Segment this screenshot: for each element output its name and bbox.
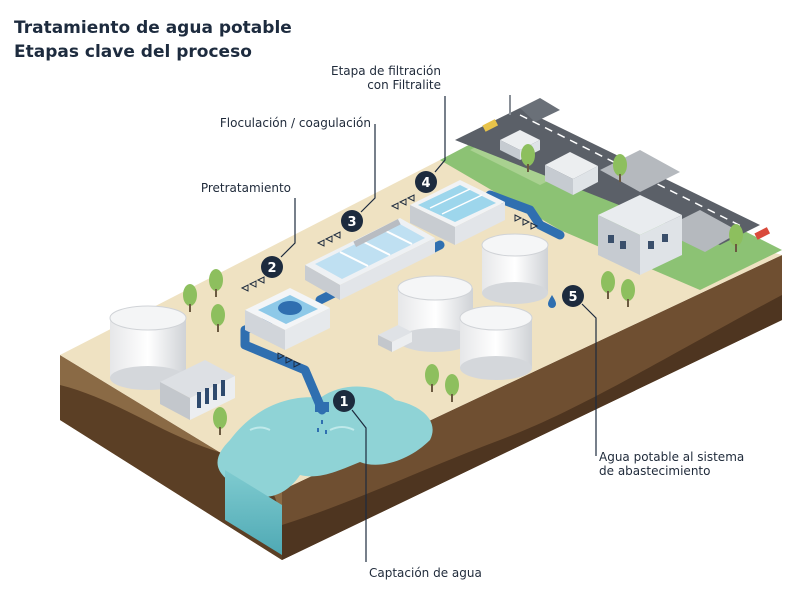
step-label-5: Agua potable al sistema de abastecimient… — [599, 450, 744, 478]
title-line-2: Etapas clave del proceso — [14, 42, 252, 62]
pump-house — [160, 360, 235, 420]
step-label-5-line-1: Agua potable al sistema — [599, 450, 745, 464]
step-label-4: Etapa de filtración con Filtralite — [331, 64, 441, 92]
flocculation-basin — [305, 218, 435, 300]
step-badge-1: 1 — [333, 390, 355, 412]
step-badge-2: 2 — [261, 256, 283, 278]
step-label-2: Pretratamiento — [200, 181, 291, 195]
step-label-4-line-1: Etapa de filtración — [330, 64, 441, 78]
step-label-3: Floculación / coagulación — [219, 116, 371, 130]
step-number-5: 5 — [568, 290, 577, 305]
clear-water-tanks — [397, 233, 549, 380]
leader-lines — [280, 96, 597, 562]
water-source — [217, 386, 433, 555]
intake-outlet — [315, 402, 329, 434]
filtration-basin — [410, 180, 505, 245]
step-number-2: 2 — [267, 261, 276, 276]
office-building — [598, 195, 682, 275]
step-label-4-line-2: con Filtralite — [367, 78, 441, 92]
outlet-drop-icon — [548, 295, 556, 308]
step-badge-4: 4 — [415, 171, 437, 193]
small-building — [545, 152, 598, 195]
step-label-1: Captación de agua — [369, 566, 482, 580]
page-title: Tratamiento de agua potable Etapas clave… — [14, 16, 292, 64]
title-line-1: Tratamiento de agua potable — [14, 18, 292, 38]
flow-arrows — [240, 194, 539, 368]
small-pump-box — [378, 325, 412, 352]
step-number-1: 1 — [339, 395, 348, 410]
step-label-5-line-2: de abastecimiento — [599, 464, 711, 478]
step-badge-5: 5 — [562, 285, 584, 307]
step-badge-3: 3 — [341, 210, 363, 232]
step-number-4: 4 — [421, 176, 430, 191]
step-number-3: 3 — [347, 215, 356, 230]
trees — [183, 144, 743, 435]
pretreatment-unit — [245, 288, 330, 350]
